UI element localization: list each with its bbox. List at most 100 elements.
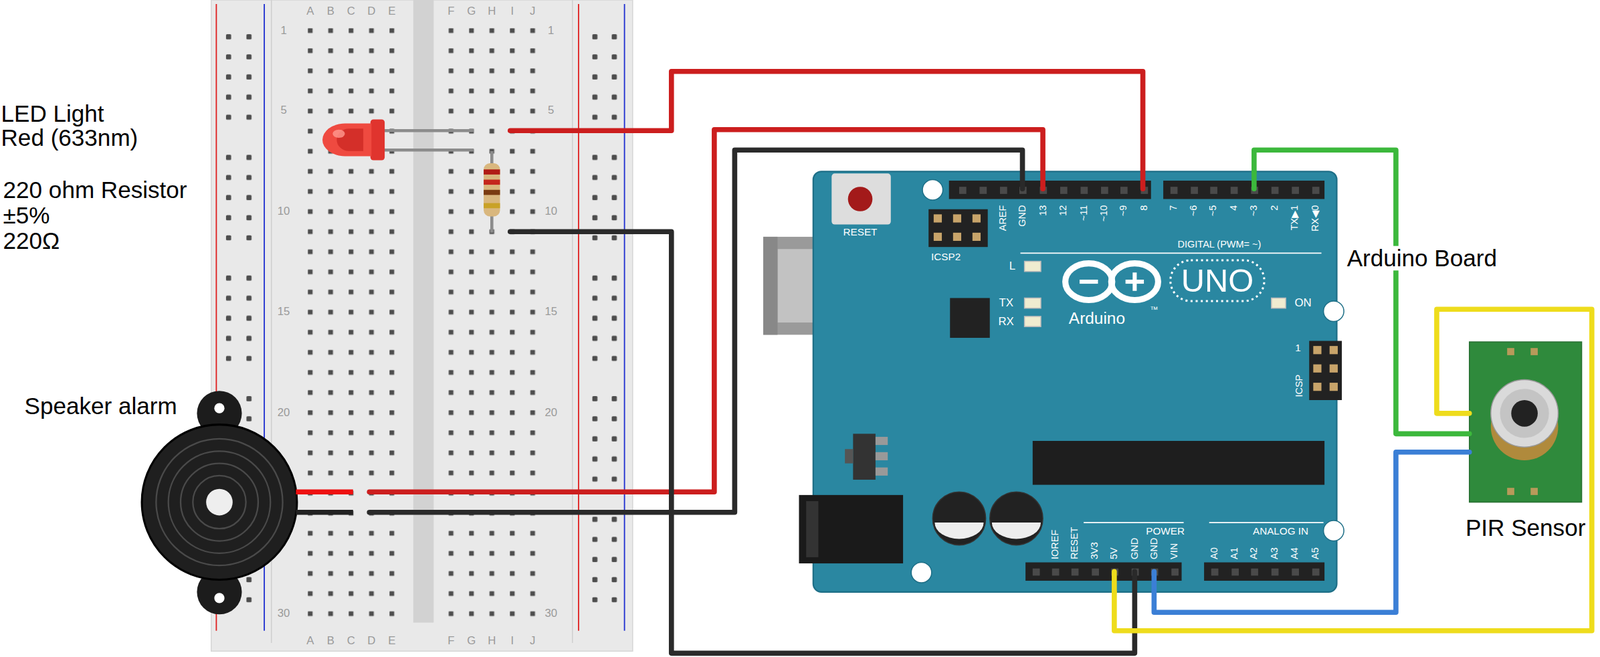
arduino-board: [806, 501, 819, 558]
speaker-symbol: [214, 403, 225, 414]
pir-sensor-board: [1500, 388, 1550, 438]
breadboard-index: 10: [544, 205, 558, 217]
breadboard-index: 30: [277, 607, 291, 619]
board-silkscreen: ANALOG IN: [1252, 526, 1309, 537]
jumper-wire: [510, 231, 1136, 653]
breadboard-index: 5: [547, 104, 554, 116]
breadboard: [590, 32, 621, 605]
arduino-board: [991, 522, 1041, 539]
breadboard-index: A: [306, 5, 314, 17]
arduino-board: [1291, 568, 1299, 576]
arduino-board: [1025, 562, 1182, 581]
pin-name: TX▶1: [1289, 205, 1300, 247]
pin-name: ~9: [1118, 205, 1129, 247]
jumper-wire: [1254, 149, 1470, 434]
jumper-wire: [1151, 571, 1158, 592]
board-silkscreen: ™: [1149, 306, 1158, 315]
resistor-symbol: [483, 189, 500, 196]
arduino-board: [1190, 186, 1198, 194]
jumper-wire: [369, 129, 1043, 493]
arduino-board: [928, 209, 988, 247]
arduino-board: [959, 186, 1320, 194]
breadboard-index: D: [367, 635, 376, 647]
arduino-board: [949, 180, 1152, 199]
pir-sensor-board: [1490, 379, 1559, 447]
pin-name: GND: [1017, 205, 1028, 247]
arduino-board: [933, 214, 942, 223]
arduino-board: [1132, 272, 1137, 291]
arduino-board: [798, 494, 904, 564]
board-silkscreen: POWER: [1145, 526, 1185, 537]
arduino-board: [1091, 568, 1099, 576]
arduino-board: [1024, 297, 1041, 308]
jumper-wire: [1251, 171, 1257, 189]
arduino-board: [1024, 261, 1041, 272]
arduino-board: [1032, 568, 1320, 576]
jumper-wire: [1111, 571, 1118, 592]
pin-name: 13: [1037, 205, 1048, 247]
arduino-board: [1312, 568, 1320, 576]
pin-name: A0: [1209, 518, 1220, 560]
arduino-board: [1065, 263, 1113, 301]
board-silkscreen: L: [1009, 260, 1016, 273]
pir-sensor-board: [1469, 341, 1582, 503]
breadboard-index: 20: [277, 406, 291, 419]
part-name: PIR Sensor: [1463, 515, 1588, 540]
breadboard: [306, 26, 398, 619]
speaker-symbol: [180, 463, 259, 542]
breadboard-index: A: [306, 635, 314, 647]
pir-sensor-board: [1507, 347, 1515, 356]
board-silkscreen: Arduino: [1068, 310, 1126, 327]
pin-name: 5V: [1109, 518, 1120, 560]
pin-name: ~11: [1078, 205, 1089, 247]
board-silkscreen: 1: [1294, 343, 1301, 354]
arduino-board: [1313, 345, 1322, 354]
arduino-board: [1209, 521, 1324, 524]
board-silkscreen: TX: [998, 297, 1013, 310]
board-silkscreen: DIGITAL (PWM= ~): [1177, 238, 1262, 249]
pin-name: ~10: [1098, 205, 1110, 247]
arduino-board: [763, 171, 1344, 592]
led-symbol: [332, 129, 345, 138]
component-label: Speaker alarm: [24, 393, 178, 419]
breadboard: [446, 26, 539, 619]
pir-sensor-board: [1507, 487, 1515, 495]
jumper-wire: [369, 71, 1255, 654]
arduino-board: [1163, 180, 1325, 199]
breadboard-index: 1: [547, 24, 554, 37]
speaker-symbol: [141, 390, 354, 615]
arduino-board: [934, 522, 984, 539]
arduino-board: [932, 491, 986, 545]
pin-name: A5: [1310, 518, 1321, 560]
board-silkscreen: ON: [1294, 297, 1312, 310]
arduino-board: [1083, 521, 1184, 524]
arduino-board: [1250, 568, 1259, 576]
speaker-symbol: [192, 475, 246, 529]
arduino-board: [1052, 568, 1060, 576]
pin-name: AREF: [997, 205, 1009, 247]
arduino-board: [949, 297, 990, 338]
arduino-board: [1329, 364, 1338, 373]
arduino-board: [979, 186, 987, 194]
arduino-board: [875, 452, 888, 461]
breadboard-index: 5: [280, 104, 287, 116]
arduino-board: [1171, 568, 1179, 576]
breadboard-index: J: [529, 635, 536, 647]
breadboard-index: B: [327, 635, 335, 647]
sensor-board: PIR Sensor: [1469, 341, 1582, 503]
breadboard-index: 10: [277, 205, 291, 217]
resistor-symbol: [483, 179, 500, 185]
arduino-board: [831, 173, 891, 225]
resistor-symbol: [483, 151, 500, 233]
jumper-wire: [1153, 452, 1469, 613]
arduino-board: [1323, 301, 1345, 322]
arduino-board: [1032, 568, 1041, 576]
speaker-symbol: [295, 509, 353, 516]
arduino-board: [1204, 562, 1325, 581]
arduino-board: [1210, 186, 1218, 194]
breadboard: [571, 0, 574, 643]
arduino-board: [1079, 279, 1098, 284]
arduino-board: [1312, 186, 1320, 194]
breadboard-index: F: [447, 635, 455, 647]
component-label: 220 ohm Resistor: [3, 177, 188, 203]
